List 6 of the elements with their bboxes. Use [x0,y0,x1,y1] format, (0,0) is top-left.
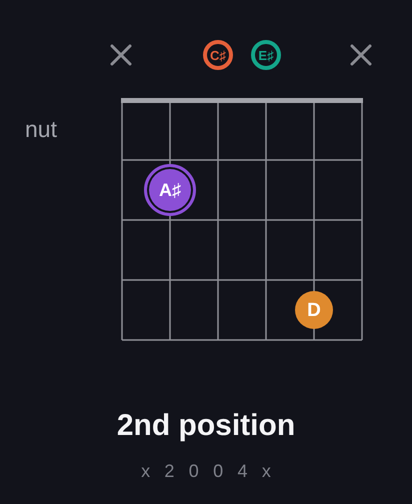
open-string-note-ring: E♯ [251,40,281,70]
open-string-note-ring: C♯ [203,40,233,70]
root-note-marker: A♯ [144,164,196,216]
nut-label: nut [25,118,57,141]
chord-title: 2nd position [116,411,296,441]
fingering-caption: x 2 0 0 4 x [140,462,276,480]
